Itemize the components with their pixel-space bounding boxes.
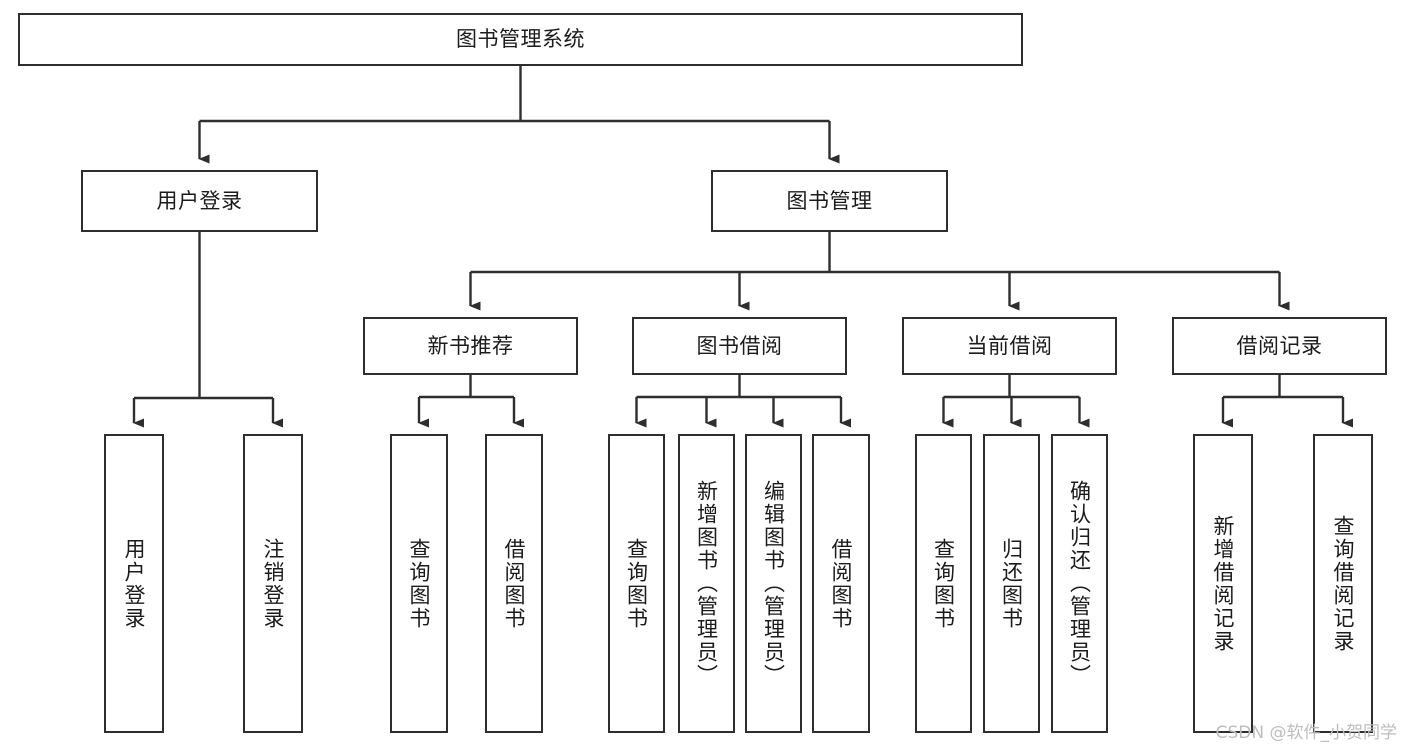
- node-label: 查询借阅记录: [1331, 514, 1356, 653]
- node-label: 确认归还（管理员）: [1067, 480, 1092, 687]
- node-current-borrow[interactable]: 当前借阅: [902, 317, 1117, 375]
- node-label: 新书推荐: [427, 333, 514, 358]
- node-leaf-query-book-1[interactable]: 查询图书: [390, 434, 448, 733]
- node-label: 用户登录: [156, 188, 243, 213]
- node-label: 当前借阅: [966, 333, 1053, 358]
- node-leaf-borrow-book-2[interactable]: 借阅图书: [812, 434, 870, 733]
- node-label: 图书管理: [786, 188, 873, 213]
- node-leaf-add-book[interactable]: 新增图书（管理员）: [678, 434, 735, 733]
- node-leaf-user-login[interactable]: 用户登录: [104, 434, 164, 733]
- node-leaf-user-logout[interactable]: 注销登录: [243, 434, 303, 733]
- node-leaf-edit-book[interactable]: 编辑图书（管理员）: [745, 434, 802, 733]
- node-new-book-rec[interactable]: 新书推荐: [363, 317, 578, 375]
- node-label: 查询图书: [407, 537, 432, 630]
- node-label: 借阅记录: [1236, 333, 1323, 358]
- node-book-manage[interactable]: 图书管理: [711, 170, 948, 232]
- node-label: 图书借阅: [696, 333, 783, 358]
- node-user-login[interactable]: 用户登录: [81, 170, 318, 232]
- node-leaf-query-book-2[interactable]: 查询图书: [608, 434, 665, 733]
- node-borrow-record[interactable]: 借阅记录: [1172, 317, 1387, 375]
- node-label: 新增图书（管理员）: [694, 480, 719, 687]
- node-label: 新增借阅记录: [1211, 514, 1236, 653]
- node-label: 注销登录: [261, 537, 286, 630]
- connector-lines: [132, 66, 1353, 428]
- node-leaf-add-record[interactable]: 新增借阅记录: [1193, 434, 1253, 733]
- node-label: 查询图书: [624, 537, 649, 630]
- node-label: 归还图书: [999, 537, 1024, 630]
- node-label: 编辑图书（管理员）: [761, 480, 786, 687]
- node-label: 查询图书: [931, 537, 956, 630]
- node-label: 借阅图书: [829, 537, 854, 630]
- node-book-borrow[interactable]: 图书借阅: [632, 317, 847, 375]
- node-label: 借阅图书: [502, 537, 527, 630]
- node-leaf-query-book-3[interactable]: 查询图书: [915, 434, 972, 733]
- node-leaf-borrow-book-1[interactable]: 借阅图书: [485, 434, 543, 733]
- node-leaf-return-book[interactable]: 归还图书: [983, 434, 1040, 733]
- node-root[interactable]: 图书管理系统: [18, 13, 1023, 66]
- node-label: 图书管理系统: [456, 27, 585, 52]
- node-leaf-confirm-return[interactable]: 确认归还（管理员）: [1051, 434, 1108, 733]
- node-label: 用户登录: [122, 537, 147, 630]
- node-leaf-query-record[interactable]: 查询借阅记录: [1313, 434, 1373, 733]
